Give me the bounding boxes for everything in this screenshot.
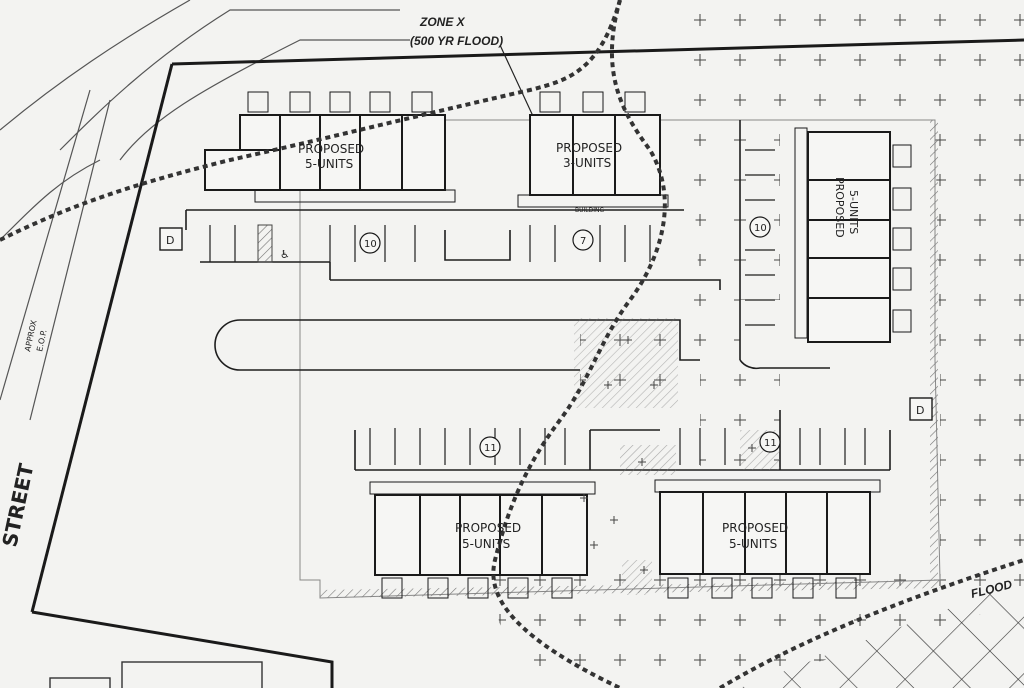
building-4-label-line2: 5-UNITS <box>462 537 510 551</box>
building-3-label-line2: 5-UNITS <box>847 190 860 234</box>
tree-markers <box>580 336 756 574</box>
street-label: STREET <box>0 461 39 549</box>
building-2-label-line1: PROPOSED <box>556 141 622 155</box>
building-1-label-line1: PROPOSED <box>298 142 364 156</box>
parking-count-4: 11 <box>484 443 497 454</box>
building-3-label-line1: PROPOSED <box>833 177 846 238</box>
approx-label-line2: E.O.P. <box>35 329 48 353</box>
zone-label-line1: ZONE X <box>419 15 466 29</box>
parking-count-3: 10 <box>754 223 767 234</box>
building-5 <box>654 479 881 599</box>
flood-area-grid <box>740 580 1024 688</box>
building-2 <box>517 91 669 208</box>
accessible-icon: ♿ <box>280 248 290 261</box>
building-3 <box>794 127 912 343</box>
parking-stalls <box>209 149 866 465</box>
building-5-label-line2: 5-UNITS <box>729 537 777 551</box>
parking-count-1: 10 <box>364 239 377 250</box>
building-1-label-line2: 5-UNITS <box>305 157 353 171</box>
parking-count-circles <box>359 216 781 458</box>
accessible-stall-hatch <box>257 224 273 263</box>
dumpster-pads <box>159 227 933 421</box>
building-4-label-line1: PROPOSED <box>455 521 521 535</box>
existing-building-partial <box>49 661 263 688</box>
parking-count-2: 7 <box>580 236 586 247</box>
dumpster-label-2: D <box>916 404 924 417</box>
building-5-label-line1: PROPOSED <box>722 521 788 535</box>
vegetated-areas <box>480 0 1024 688</box>
building-note: BUILDING <box>575 207 604 214</box>
dumpster-label-1: D <box>166 234 174 247</box>
zone-label-line2: (500 YR FLOOD) <box>410 34 503 48</box>
building-4 <box>369 481 596 599</box>
building-2-label-line2: 3-UNITS <box>563 156 611 170</box>
parking-count-5: 11 <box>764 438 777 449</box>
existing-road-curves <box>0 0 410 421</box>
